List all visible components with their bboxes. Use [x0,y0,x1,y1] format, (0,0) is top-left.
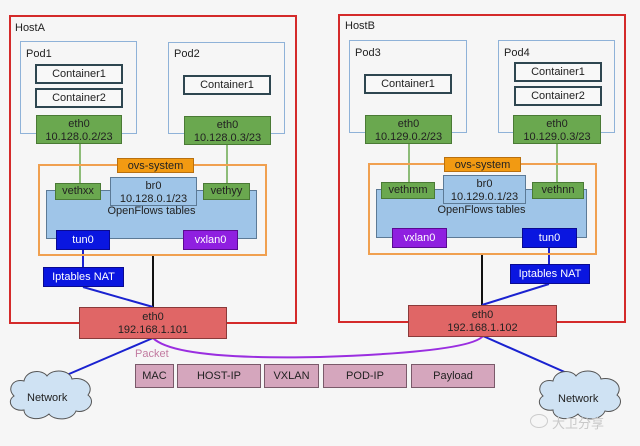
link-ethA-network [54,337,154,381]
pod4-eth0: eth0 10.129.0.3/23 [513,115,601,144]
pod3-label: Pod3 [355,47,381,59]
vxlan-tunnel-path [152,335,484,359]
pod4-container2: Container2 [514,86,602,106]
host-b-br0: br0 10.129.0.1/23 [443,175,526,204]
host-b-openflows-label: OpenFlows tables [437,204,526,216]
host-b-br0-ip: 10.129.0.1/23 [450,191,519,203]
pod3-eth0-ip: 10.129.0.2/23 [374,131,443,143]
packet-field-mac: MAC [135,364,174,388]
pod1-label: Pod1 [26,48,52,60]
host-a-eth0-ip: 192.168.1.101 [117,324,189,336]
network-left-label: Network [27,392,68,404]
host-b-vethnn: vethnn [532,182,584,199]
host-a-eth0-name: eth0 [142,311,164,323]
host-a-ovs-system-label: ovs-system [117,158,194,173]
packet-field-pod-ip: POD-IP [323,364,407,388]
host-a-iptables-nat: Iptables NAT [43,267,124,287]
network-cloud-left [9,370,92,420]
wechat-icon [530,414,548,428]
host-b-eth0: eth0 192.168.1.102 [408,305,557,337]
pod2-container1: Container1 [183,75,271,95]
pod2-eth0-ip: 10.128.0.3/23 [193,132,262,144]
host-b-iptables-nat: Iptables NAT [510,264,590,284]
host-a-tun0: tun0 [56,230,110,250]
host-b-ovs-system-label: ovs-system [444,157,521,172]
packet-field-payload: Payload [411,364,495,388]
host-a-label: HostA [15,22,45,34]
pod2-eth0-name: eth0 [216,119,239,131]
host-a-br0-ip: 10.128.0.1/23 [119,193,188,205]
host-a-openflows-label: OpenFlows tables [107,205,196,217]
pod4-label: Pod4 [504,47,530,59]
pod4-eth0-name: eth0 [546,118,568,130]
host-a-eth0: eth0 192.168.1.101 [79,307,227,339]
pod4-container1: Container1 [514,62,602,82]
host-b-vxlan0: vxlan0 [392,228,447,248]
host-b-label: HostB [345,20,375,32]
pod3-container1: Container1 [364,74,452,94]
pod1-eth0-name: eth0 [68,118,90,130]
host-a-vxlan0: vxlan0 [183,230,238,250]
pod3-eth0: eth0 10.129.0.2/23 [365,115,452,144]
pod1-container2: Container2 [35,88,123,108]
packet-label: Packet [135,348,169,360]
packet-field-host-ip: HOST-IP [177,364,261,388]
pod1-eth0-ip: 10.128.0.2/23 [45,131,113,143]
host-b-eth0-ip: 192.168.1.102 [447,322,518,334]
network-right-label: Network [558,393,599,405]
host-b-tun0: tun0 [522,228,577,248]
pod2-label: Pod2 [174,48,200,60]
pod2-eth0: eth0 10.128.0.3/23 [184,116,271,145]
network-cloud-right [538,370,621,420]
host-a-br0-name: br0 [145,180,162,192]
host-b-eth0-name: eth0 [471,309,494,321]
link-natB-ethB [481,283,550,306]
host-a-vethxx: vethxx [55,183,101,200]
packet-field-vxlan: VXLAN [264,364,319,388]
host-a-vethyy: vethyy [203,183,250,200]
pod3-eth0-name: eth0 [397,118,420,130]
pod1-eth0: eth0 10.128.0.2/23 [36,115,122,144]
link-natA-ethA [82,286,154,308]
watermark-text: 大卫分享 [552,416,605,431]
host-b-br0-name: br0 [476,178,493,190]
pod1-container1: Container1 [35,64,123,84]
host-b-vethmm: vethmm [381,182,435,199]
host-a-br0: br0 10.128.0.1/23 [110,177,197,206]
pod4-eth0-ip: 10.129.0.3/23 [523,131,591,143]
